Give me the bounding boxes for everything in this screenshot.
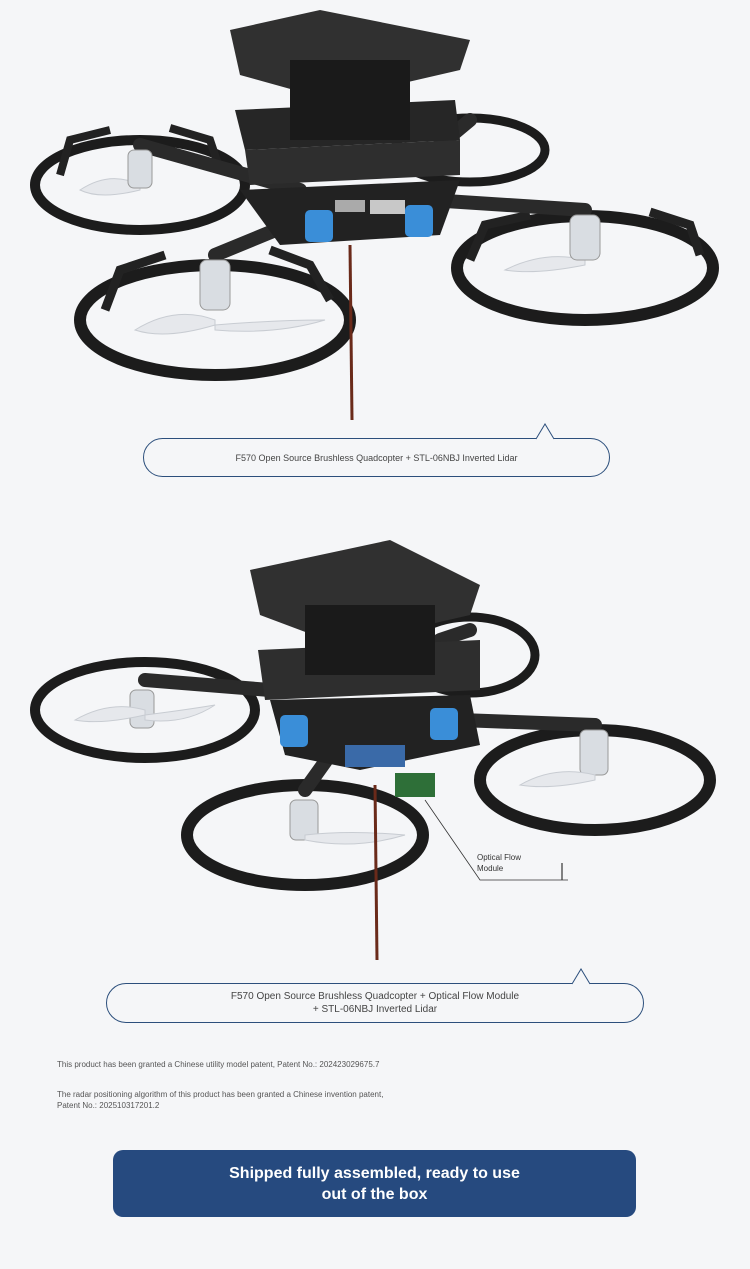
patent-note-invention: The radar positioning algorithm of this … [57,1090,384,1110]
callout-notch-1 [535,423,555,440]
shipped-assembled-text: Shipped fully assembled, ready to use ou… [229,1164,520,1203]
figure-caption-2-text: F570 Open Source Brushless Quadcopter + … [230,991,520,1015]
callout-notch-2 [571,968,591,985]
drone-image-lidar [30,10,719,421]
prop-guard-back-left [30,657,260,763]
figure-caption-1: F570 Open Source Brushless Quadcopter + … [143,438,610,477]
annotation-leader [424,799,568,881]
propellers [79,178,586,335]
frame-body [250,540,480,961]
optical-flow-board [395,773,435,797]
drone-image-optical-flow [30,540,716,961]
patent-note-utility: This product has been granted a Chinese … [57,1060,380,1069]
figure-caption-1-text: F570 Open Source Brushless Quadcopter + … [235,452,518,463]
figure-caption-2: F570 Open Source Brushless Quadcopter + … [106,983,644,1023]
frame-body [230,10,470,421]
propellers [73,704,596,845]
optical-flow-label: Optical Flow Module [477,853,522,873]
shipped-assembled-banner: Shipped fully assembled, ready to use ou… [113,1150,636,1217]
motors [127,149,601,311]
